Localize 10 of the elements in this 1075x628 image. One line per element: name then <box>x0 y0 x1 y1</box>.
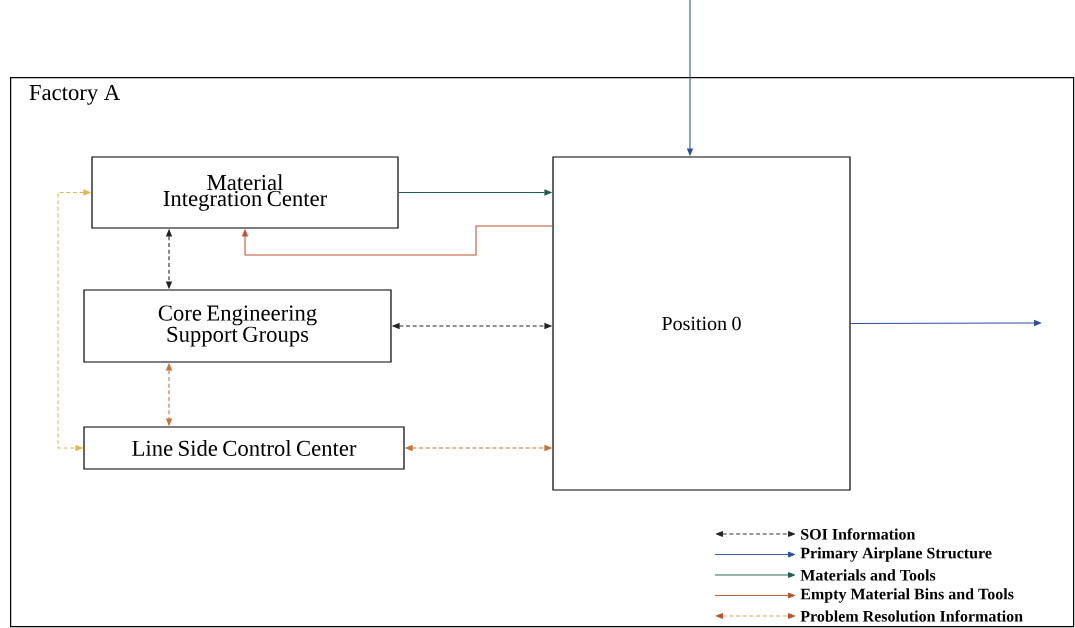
legend-label: Problem Resolution Information <box>800 610 1023 622</box>
process-box: Core Engineering Support Groups <box>83 289 392 363</box>
process-box: Line Side Control Center <box>83 426 405 470</box>
process-box: Material Integration Center <box>91 156 399 229</box>
legend-label: SOI Information <box>801 528 916 540</box>
arrow <box>241 225 553 256</box>
process-box: Position 0 <box>552 156 851 491</box>
legend-label: Primary Airplane Structure <box>800 547 992 562</box>
legend-label: Materials and Tools <box>800 569 936 581</box>
legend-label: Empty Material Bins and Tools <box>800 588 1014 603</box>
